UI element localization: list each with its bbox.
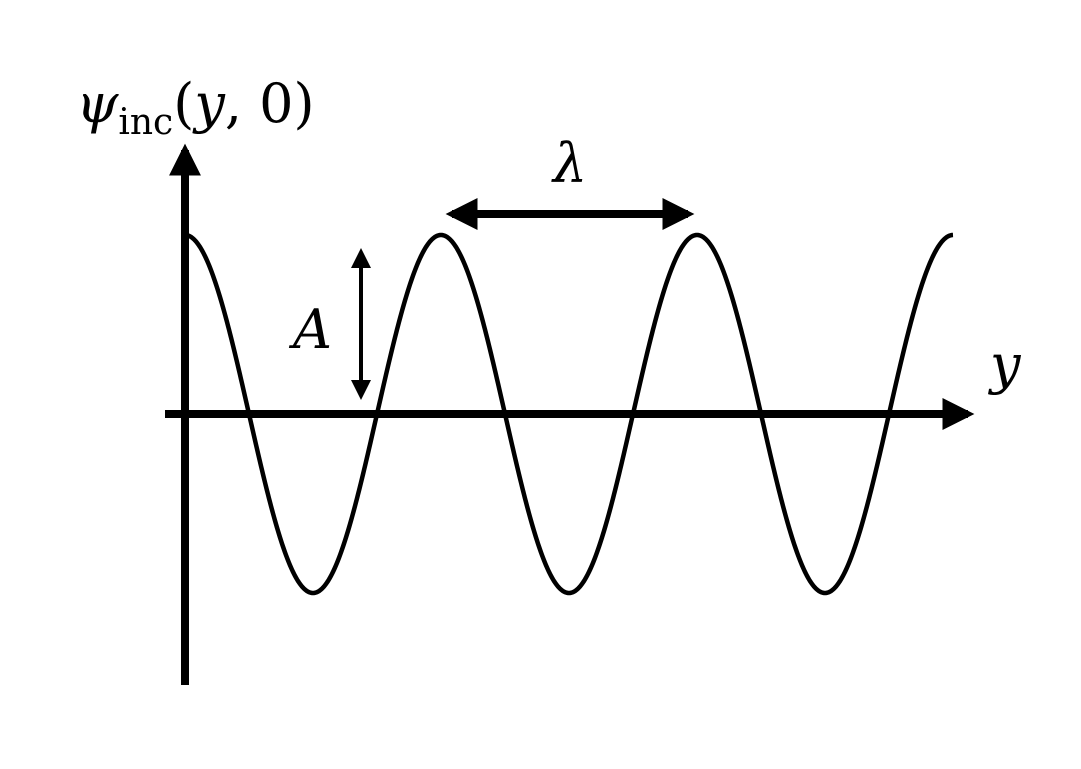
y-axis-label-open: (	[173, 72, 194, 135]
y-axis-label-subscript: inc	[118, 102, 173, 143]
wavelength-label: λ	[551, 132, 587, 195]
amplitude-label: A	[288, 298, 332, 361]
x-axis-label: y	[988, 333, 1022, 396]
y-axis-label-symbol: ψ	[76, 72, 119, 135]
y-axis-label-rest: , 0)	[225, 72, 315, 135]
y-axis-label-var: y	[192, 72, 226, 135]
wave-curve	[184, 232, 954, 596]
y-axis-label: ψinc(y, 0)	[76, 72, 315, 143]
